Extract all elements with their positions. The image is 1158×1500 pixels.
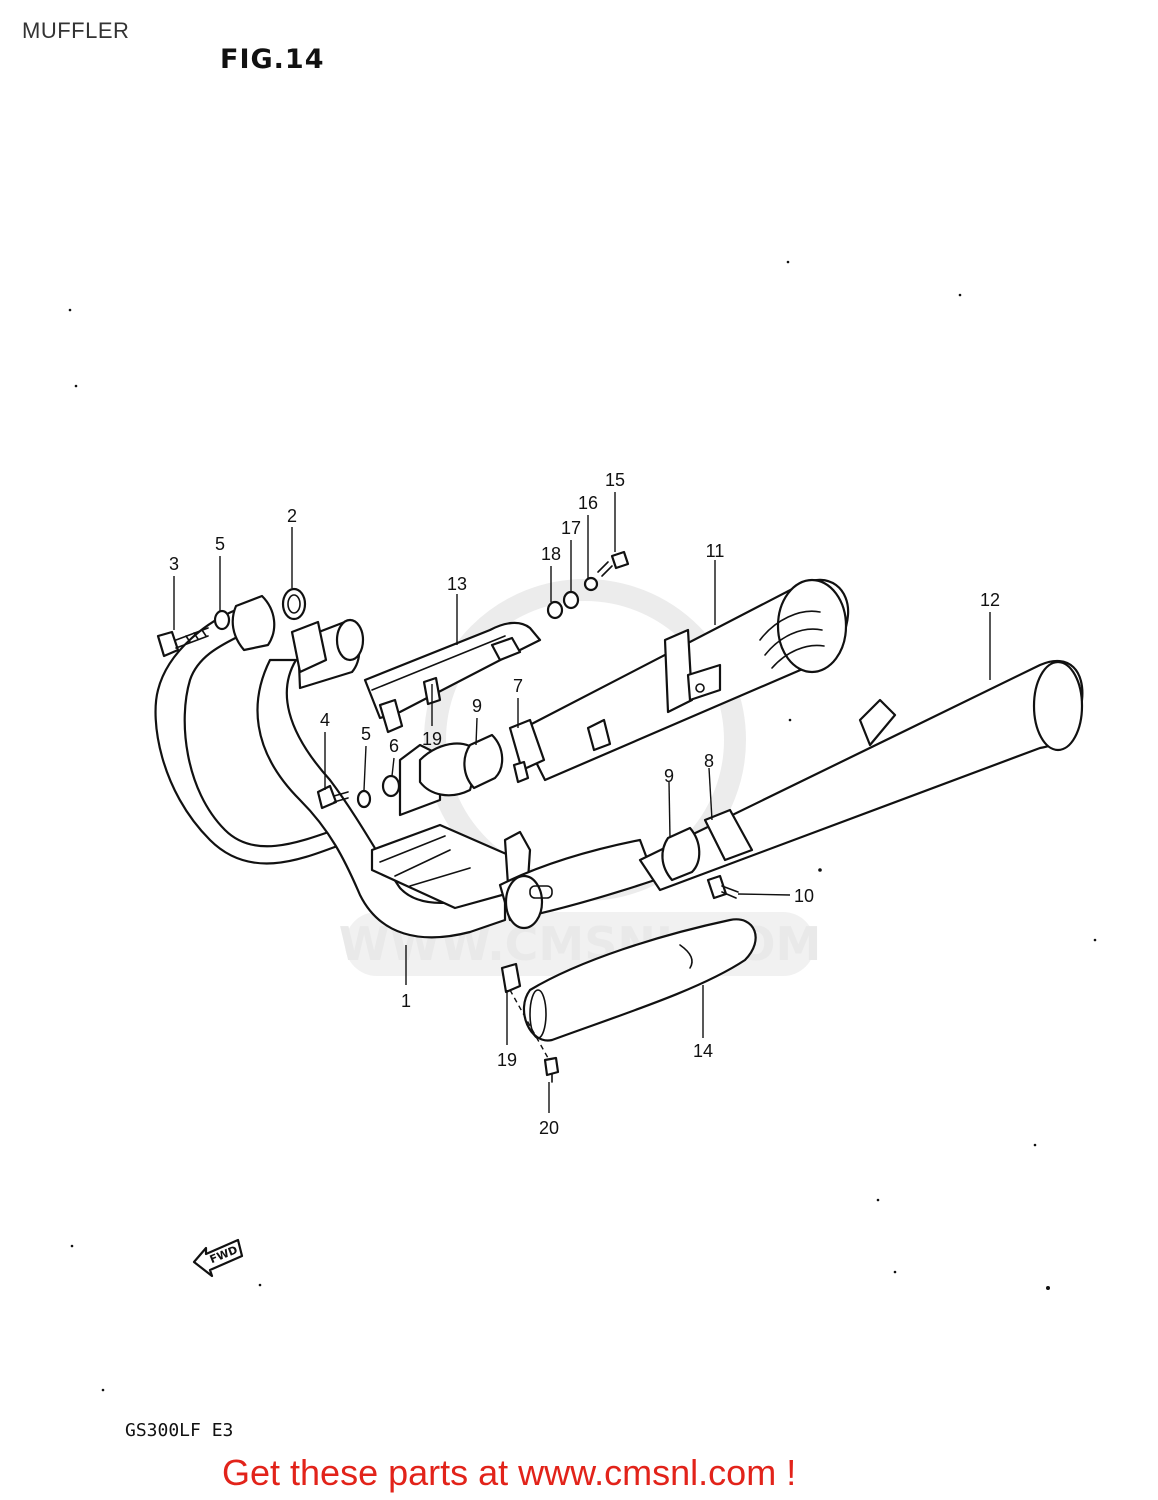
callout-2: 2: [287, 506, 297, 526]
callout-6: 6: [389, 736, 399, 756]
callout-3: 3: [169, 554, 179, 574]
callout-14: 14: [693, 1041, 713, 1061]
callout-16: 16: [578, 493, 598, 513]
exhaust-pipe-assembly: [154, 608, 657, 939]
callout-13: 13: [447, 574, 467, 594]
scan-specks: [68, 260, 1097, 1392]
callout-17: 17: [561, 518, 581, 538]
muffler-12: [638, 659, 1084, 892]
model-code: GS300LF E3: [125, 1420, 234, 1441]
promo-link[interactable]: Get these parts at www.cmsnl.com !: [222, 1452, 797, 1493]
callout-1: 1: [401, 991, 411, 1011]
callout-12: 12: [980, 590, 1000, 610]
callout-5-lower: 5: [361, 724, 371, 744]
page-label: MUFFLER: [22, 18, 130, 43]
fwd-arrow-icon: FWD: [192, 1238, 244, 1278]
small-parts: [156, 550, 754, 1083]
callout-18: 18: [541, 544, 561, 564]
callout-9-upper: 9: [472, 696, 482, 716]
callout-labels: 1 2 3 4 5 5 6 7 8 9 9 10 11 12 13 14 15 …: [169, 470, 1000, 1138]
callout-9-lower: 9: [664, 766, 674, 786]
callout-19-upper: 19: [422, 729, 442, 749]
muffler-11: [518, 578, 850, 782]
callout-11: 11: [706, 541, 725, 561]
leader-lines: [173, 492, 991, 1113]
callout-7: 7: [513, 676, 523, 696]
callout-8: 8: [704, 751, 714, 771]
heat-shield-14: [522, 918, 757, 1042]
callout-20: 20: [539, 1118, 559, 1138]
callout-15: 15: [605, 470, 625, 490]
callout-5-upper: 5: [215, 534, 225, 554]
callout-10: 10: [794, 886, 814, 906]
figure-title: FIG.14: [220, 44, 325, 75]
callout-19-lower: 19: [497, 1050, 517, 1070]
callout-4: 4: [320, 710, 330, 730]
